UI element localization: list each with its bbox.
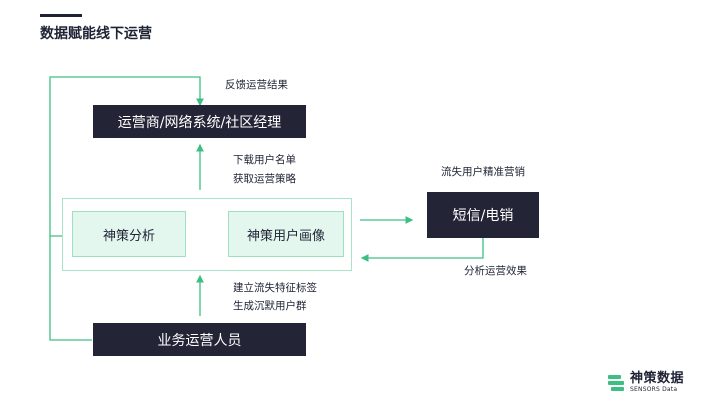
feedback-loop-line — [49, 76, 204, 341]
label-churn-marketing: 流失用户精准营销 — [441, 166, 525, 178]
label-strategy: 获取运营策略 — [233, 173, 296, 185]
sms-box: 短信/电销 — [427, 192, 539, 238]
portrait-box: 神策用户画像 — [228, 211, 344, 257]
page-title: 数据赋能线下运营 — [40, 26, 152, 42]
logo-name-en: SENSORS Data — [630, 386, 678, 393]
label-silent-group: 生成沉默用户群 — [233, 300, 307, 312]
arrow-sms-to-group — [360, 238, 484, 262]
sensors-logo-icon — [608, 374, 624, 391]
company-logo: 神策数据 SENSORS Data — [606, 372, 684, 393]
staff-box: 业务运营人员 — [93, 323, 306, 356]
label-download: 下载用户名单 — [233, 154, 296, 166]
analysis-box: 神策分析 — [72, 211, 186, 257]
label-analyze-effect: 分析运营效果 — [464, 265, 527, 277]
label-feedback: 反馈运营结果 — [225, 79, 288, 91]
label-build-tags: 建立流失特征标签 — [233, 282, 317, 294]
title-accent-bar — [40, 14, 82, 17]
operator-box: 运营商/网络系统/社区经理 — [93, 105, 306, 138]
logo-name-cn: 神策数据 — [630, 371, 685, 386]
